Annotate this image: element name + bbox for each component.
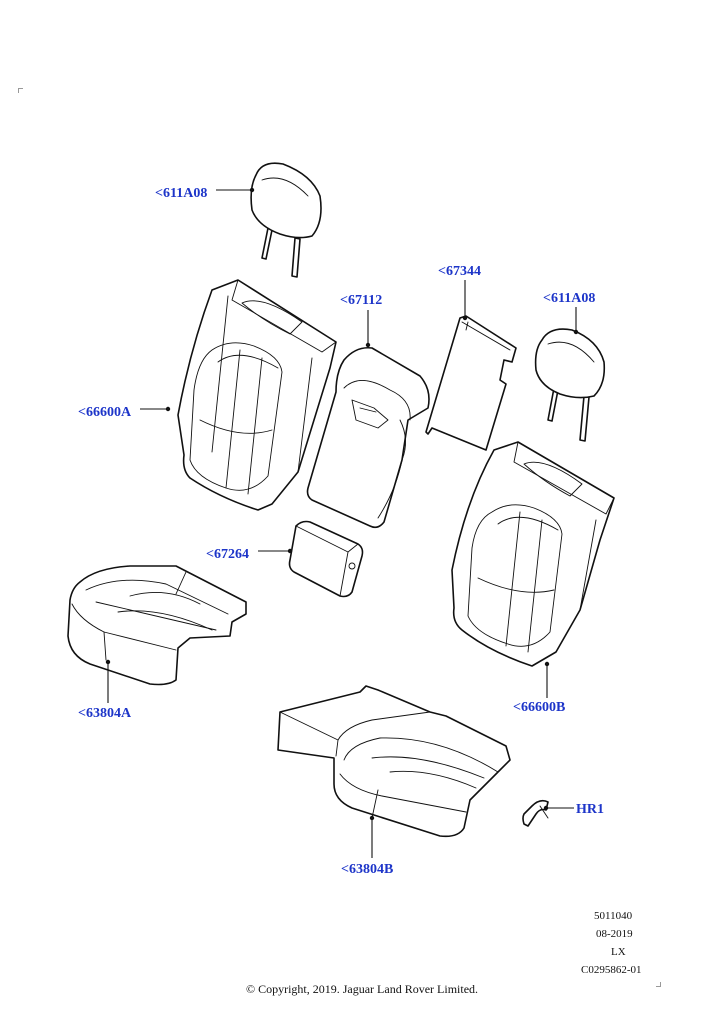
illustration-id: C0295862-01 <box>581 964 642 976</box>
storage-box-part[interactable] <box>288 520 364 598</box>
backrest-right-part[interactable] <box>451 441 615 667</box>
callout-67344[interactable]: <67344 <box>438 264 481 279</box>
callout-63804b[interactable]: <63804B <box>341 862 394 877</box>
headrest-right-part[interactable] <box>534 328 606 442</box>
callout-611a08-left[interactable]: <611A08 <box>155 186 208 201</box>
backrest-left-part[interactable] <box>177 279 337 511</box>
callout-611a08-right[interactable]: <611A08 <box>543 291 596 306</box>
clip-part[interactable] <box>522 799 549 827</box>
backrest-center-part[interactable] <box>306 346 430 529</box>
model-code: LX <box>611 946 626 958</box>
headrest-left-part[interactable] <box>250 162 322 278</box>
callout-63804a[interactable]: <63804A <box>78 706 132 721</box>
callout-67112[interactable]: <67112 <box>340 293 383 308</box>
seat-cushion-right-part[interactable] <box>277 685 511 838</box>
callout-66600b[interactable]: <66600B <box>513 700 566 715</box>
callout-hr1[interactable]: HR1 <box>576 802 604 817</box>
doc-number: 5011040 <box>594 910 633 922</box>
callout-67264[interactable]: <67264 <box>206 547 249 562</box>
rear-panel-part[interactable] <box>425 315 517 451</box>
corner-mark-top-left <box>18 88 23 93</box>
callout-66600a[interactable]: <66600A <box>78 405 132 420</box>
copyright-notice: © Copyright, 2019. Jaguar Land Rover Lim… <box>245 982 479 996</box>
seat-cushion-left-part[interactable] <box>67 565 247 686</box>
leader-lines <box>105 187 579 858</box>
doc-date: 08-2019 <box>596 928 633 940</box>
